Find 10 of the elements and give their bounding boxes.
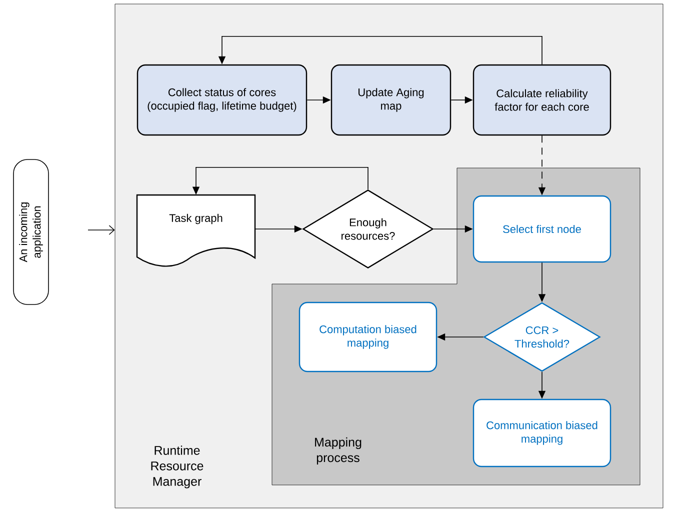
container-heading: Runtime Resource Manager: [151, 446, 204, 488]
process-box: Calculate reliability factor for each core: [472, 64, 612, 136]
application-box: An incoming application: [13, 159, 49, 305]
arrow: [88, 225, 115, 235]
process-box: Update Aging map: [330, 64, 452, 136]
process-box: Communication biased mapping: [472, 398, 612, 468]
process-box: Select first node: [472, 195, 612, 263]
container-heading: Mapping process: [315, 437, 362, 465]
process-box: Computation biased mapping: [298, 302, 438, 372]
process-box: Collect status of cores (occupied flag, lifetime budget): [136, 64, 308, 136]
